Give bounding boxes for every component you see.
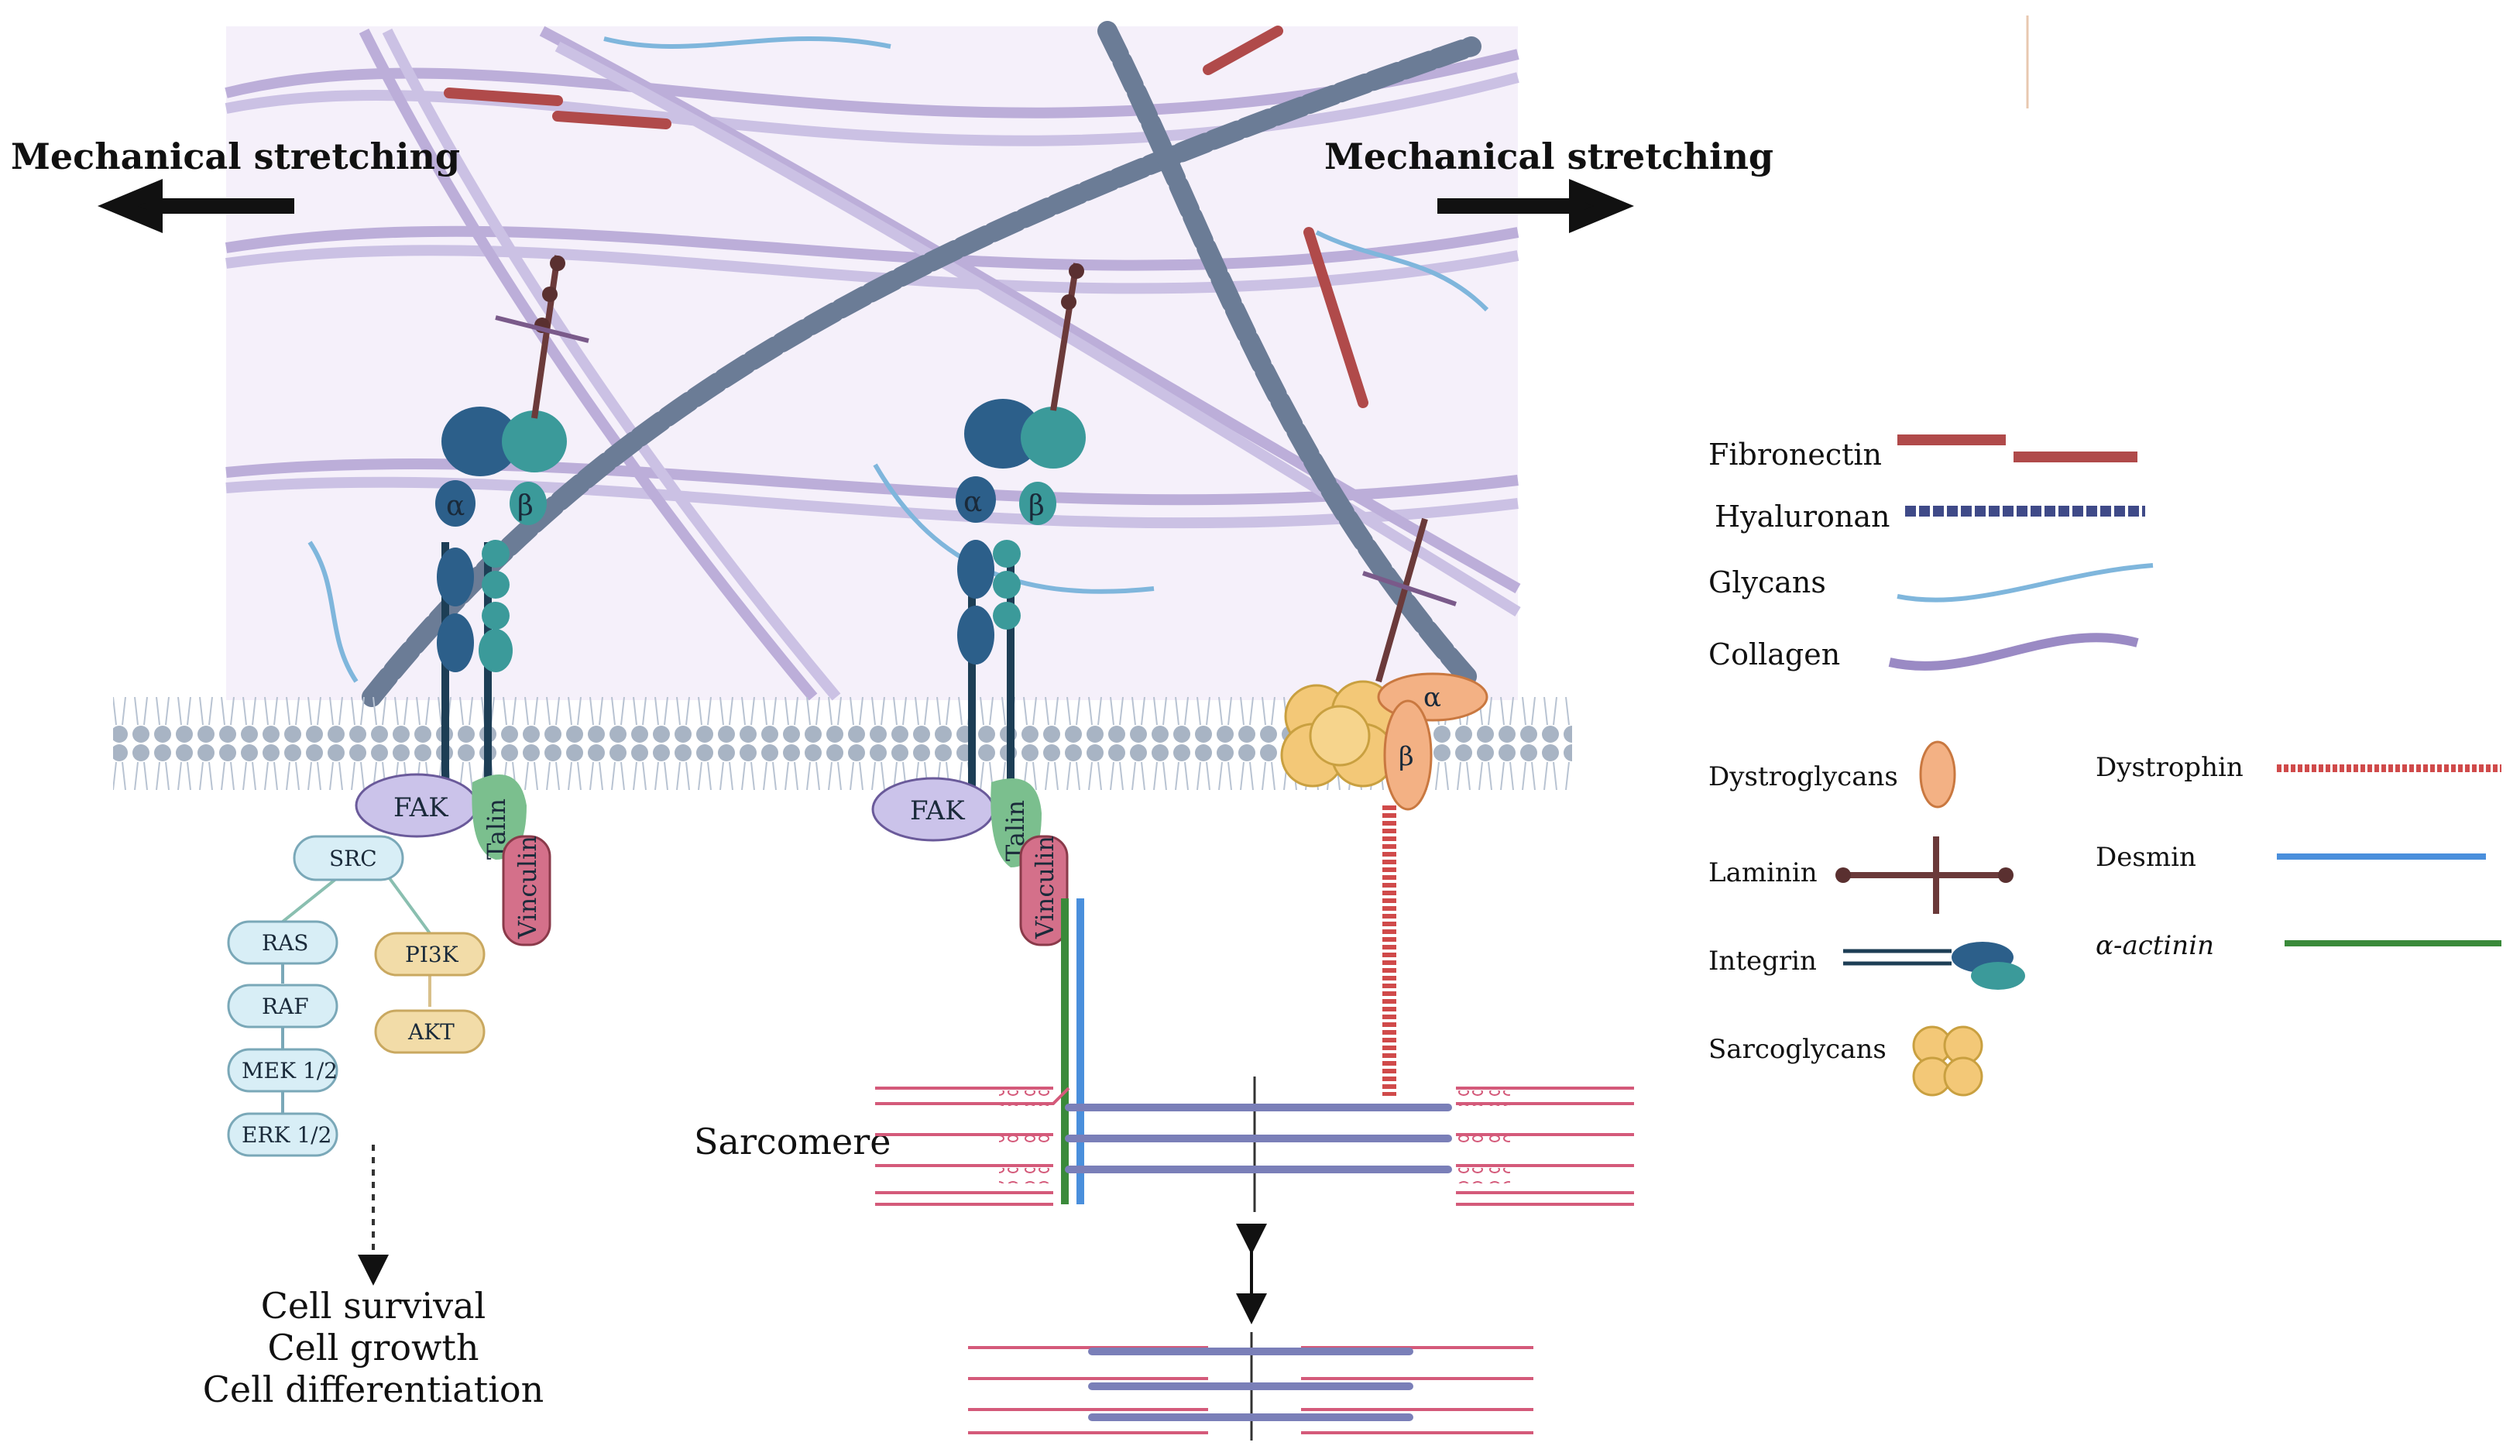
legend-sarcoglycans-label: Sarcoglycans: [1708, 1034, 1887, 1065]
raf-label: RAF: [262, 994, 309, 1019]
legend-dystroglycans-label: Dystroglycans: [1708, 761, 1898, 792]
dystroglycan-alpha-label: α: [1423, 682, 1441, 713]
stretch-label-right: Mechanical stretching: [1324, 136, 1773, 177]
legend-fibronectin-label: Fibronectin: [1708, 438, 1882, 472]
vinculin-left: [502, 835, 551, 946]
integrin-beta-label: β: [517, 490, 534, 522]
legend-fibronectin-swatch: [1897, 434, 2137, 462]
erk-label: ERK 1/2: [242, 1122, 331, 1148]
vinculin-left-label: Vinculin: [513, 836, 542, 939]
ras-label: RAS: [262, 930, 308, 956]
sarcomere-relaxed: [968, 1332, 1533, 1441]
sarcomere-label: Sarcomere: [694, 1121, 891, 1162]
integrin-alpha-label-2: α: [963, 486, 982, 518]
dystroglycan-complex: α β: [1280, 517, 1488, 811]
legend-glycans-swatch: [1897, 563, 2154, 603]
legend-integrin-swatch: [1843, 942, 2025, 990]
fibronectin-strands: [444, 26, 1368, 408]
fak-left-label: FAK: [393, 792, 448, 823]
legend-actinin-label: α-actinin: [2096, 930, 2214, 961]
legend-dystrophin-label: Dystrophin: [2096, 752, 2244, 783]
src-label: SRC: [329, 846, 377, 871]
legend-integrin-label: Integrin: [1708, 946, 1817, 977]
stretch-label-left: Mechanical stretching: [11, 136, 460, 177]
outcome-3: Cell differentiation: [203, 1368, 544, 1410]
integrin-complex-middle: α β: [956, 263, 1086, 813]
vinculin-middle-label: Vinculin: [1030, 836, 1059, 939]
legend-collagen-label: Collagen: [1708, 637, 1840, 671]
integrin-alpha-label: α: [446, 490, 465, 522]
stretch-arrow-right: [1437, 179, 1634, 233]
legend-collagen-swatch: [1888, 633, 2139, 671]
legend-sarcoglycans-swatch: [1912, 1025, 1983, 1097]
pi3k-label: PI3K: [405, 942, 459, 967]
integrin-beta-label-2: β: [1028, 490, 1045, 522]
legend-dystroglycans-swatch: [1919, 740, 1956, 809]
fak-middle-label: FAK: [910, 795, 965, 826]
outcome-2: Cell growth: [267, 1327, 479, 1368]
signaling-pathway: SRC RAS RAF MEK 1/2 ERK 1/2 PI3K AKT: [227, 835, 486, 1157]
vinculin-middle: [1019, 835, 1069, 946]
integrin-complex-left: α β: [435, 255, 589, 813]
collagen-fibers: [225, 26, 1521, 701]
legend-laminin-label: Laminin: [1708, 857, 1818, 888]
legend: Fibronectin Hyaluronan Glycans Collagen …: [1708, 434, 2501, 1097]
legend-glycans-label: Glycans: [1708, 565, 1826, 599]
stretch-arrow-left: [98, 179, 294, 233]
dystroglycan-beta-label: β: [1399, 741, 1414, 772]
outcome-1: Cell survival: [261, 1285, 486, 1327]
mek-label: MEK 1/2: [242, 1058, 338, 1083]
legend-hyaluronan-label: Hyaluronan: [1715, 500, 1890, 534]
akt-label: AKT: [407, 1019, 455, 1045]
legend-laminin-swatch: [1835, 836, 2014, 914]
sarcomere-stretched: [875, 1077, 1634, 1212]
legend-desmin-label: Desmin: [2096, 842, 2196, 873]
